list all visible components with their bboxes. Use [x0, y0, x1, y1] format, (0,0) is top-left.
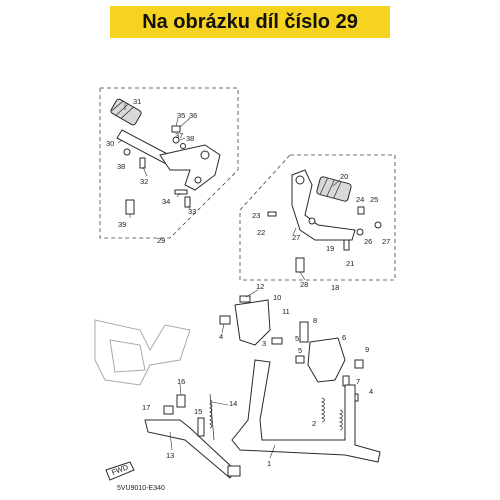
callout-38b: 38: [117, 162, 125, 171]
callout-30: 30: [106, 139, 114, 148]
callout-18: 18: [331, 283, 339, 292]
bolt-16: [176, 394, 186, 408]
spring-14: [209, 393, 215, 441]
callout-21: 21: [346, 259, 354, 268]
callout-27b: 27: [382, 237, 390, 246]
bolt-23: [267, 211, 277, 217]
bolt-12: [239, 295, 251, 303]
callout-14: 14: [229, 399, 237, 408]
callout-36: 36: [189, 111, 197, 120]
bolt-39: [125, 199, 135, 215]
callout-5b: 5: [298, 346, 302, 355]
callout-23: 23: [252, 211, 260, 220]
stand-bracket: [234, 299, 271, 346]
callout-4b: 4: [369, 387, 373, 396]
title-banner: Na obrázku díl číslo 29: [110, 6, 390, 38]
callout-38: 38: [186, 134, 194, 143]
callout-37: 37: [175, 131, 183, 140]
nut-17: [163, 405, 174, 415]
callout-32: 32: [140, 177, 148, 186]
callout-35: 35: [177, 111, 185, 120]
callout-6: 6: [342, 333, 346, 342]
callout-24: 24: [356, 195, 364, 204]
nut-5b: [295, 355, 305, 364]
callout-10: 10: [273, 293, 281, 302]
callout-4a: 4: [219, 332, 223, 341]
callout-27: 27: [292, 233, 300, 242]
bolt-5a: [271, 337, 283, 345]
bolt-8: [299, 321, 309, 343]
callout-39: 39: [118, 220, 126, 229]
callout-19: 19: [326, 244, 334, 253]
banner-text: Na obrázku díl číslo 29: [142, 10, 358, 33]
bolt-4a: [219, 315, 231, 325]
spring-38: [180, 143, 186, 149]
footrest-bracket-left: [159, 144, 221, 191]
washer-37: [172, 136, 180, 144]
bolt-33: [184, 196, 191, 208]
callout-26: 26: [364, 237, 372, 246]
callout-2: 2: [312, 419, 316, 428]
group-29-outline: [99, 87, 239, 239]
callout-8: 8: [313, 316, 317, 325]
callout-33: 33: [188, 207, 196, 216]
callout-5a: 5: [295, 334, 299, 343]
callout-7: 7: [356, 377, 360, 386]
callout-25: 25: [370, 195, 378, 204]
washer-27b: [374, 221, 382, 229]
bolt-34: [174, 189, 188, 195]
callout-15: 15: [194, 407, 202, 416]
bolt-28: [295, 257, 305, 273]
bolt-21: [343, 239, 350, 251]
washer-27a: [308, 217, 316, 225]
frame-fragment: [94, 319, 191, 386]
callout-28: 28: [300, 280, 308, 289]
callout-29: 29: [157, 236, 165, 245]
spring-main: [321, 397, 343, 431]
callout-11: 11: [282, 307, 290, 316]
footrest-bracket-right: [291, 169, 356, 241]
bolt-32: [139, 157, 146, 169]
footrest-rubber-right: [316, 176, 352, 202]
main-stand: [231, 359, 381, 463]
leader-lines: [117, 103, 341, 459]
callout-16: 16: [177, 377, 185, 386]
callout-20: 20: [340, 172, 348, 181]
callout-34: 34: [162, 197, 170, 206]
callout-31: 31: [133, 97, 141, 106]
callout-1: 1: [267, 459, 271, 468]
washer-26: [356, 228, 364, 236]
callout-22: 22: [257, 228, 265, 237]
forward-arrow-icon: [105, 461, 135, 481]
callout-3: 3: [262, 339, 266, 348]
stand-bracket-right: [307, 337, 346, 383]
pin-24: [357, 206, 365, 215]
callout-numbers: 31 35 36 37 38 30 38 32 34 33 39 29 20 2…: [106, 97, 390, 468]
footrest-rubber-left: [110, 98, 142, 126]
pin-15: [197, 417, 205, 437]
diagram-code: 5VU9010-E340: [117, 485, 165, 492]
callout-12: 12: [256, 282, 264, 291]
group-18-outline: [239, 154, 396, 281]
callout-13: 13: [166, 451, 174, 460]
callout-9: 9: [365, 345, 369, 354]
washer-38b: [123, 148, 131, 156]
side-stand: [144, 419, 236, 479]
nut-9: [354, 359, 364, 369]
callout-17: 17: [142, 403, 150, 412]
